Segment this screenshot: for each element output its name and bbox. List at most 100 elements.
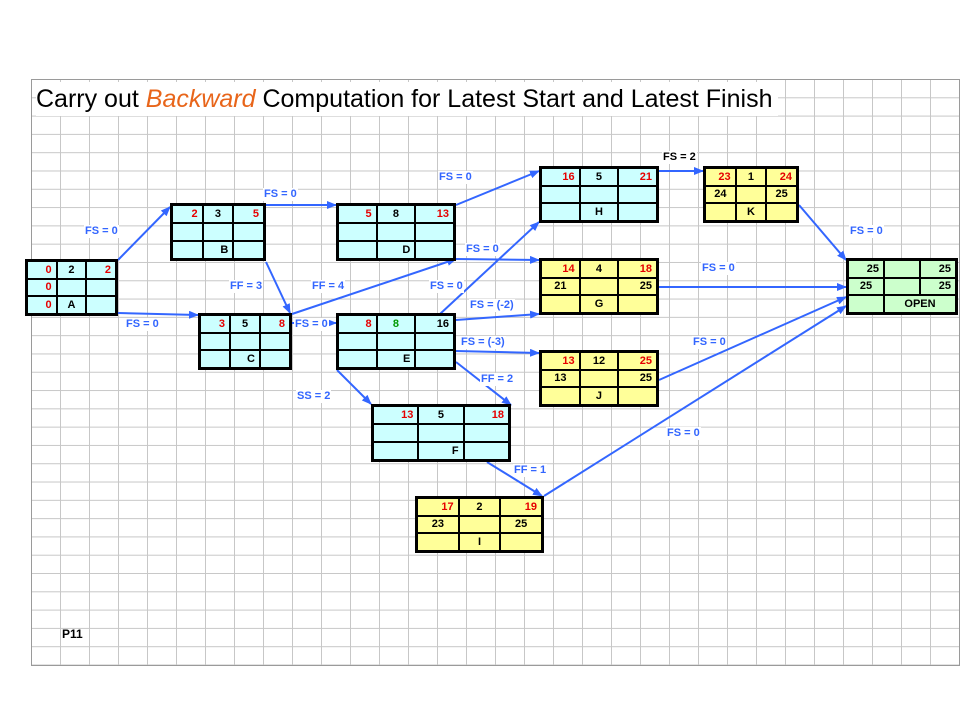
node-b-late-start bbox=[172, 223, 203, 241]
node-b-early-finish: 5 bbox=[233, 205, 264, 223]
node-g-early-finish: 18 bbox=[618, 260, 657, 278]
link-label-d-h: FS = 0 bbox=[438, 171, 473, 184]
node-f-float bbox=[373, 442, 419, 460]
node-g-late-finish: 25 bbox=[618, 277, 657, 296]
page-number-label: P11 bbox=[62, 627, 83, 641]
node-b-duration: 3 bbox=[202, 205, 234, 223]
link-label-e-g: FS = (-2) bbox=[469, 299, 515, 312]
activity-node-i: 17 2 19 23 25 I bbox=[415, 496, 544, 553]
node-open-early-finish: 25 bbox=[920, 260, 956, 278]
link-label-e-j-ff: FF = 2 bbox=[480, 373, 515, 386]
node-b-early-start: 2 bbox=[172, 205, 203, 223]
node-i-early-finish: 19 bbox=[500, 498, 542, 516]
activity-node-k: 23 1 24 24 25 K bbox=[703, 166, 799, 223]
node-b-float bbox=[172, 241, 203, 259]
node-k-mid bbox=[735, 185, 767, 204]
node-k-name: K bbox=[735, 203, 767, 221]
node-j-early-finish: 25 bbox=[618, 352, 657, 370]
activity-node-open: 25 25 25 25 OPEN bbox=[846, 258, 958, 315]
node-f-duration: 5 bbox=[418, 406, 464, 424]
node-i-float bbox=[417, 533, 459, 551]
node-d-late-start bbox=[338, 223, 377, 241]
node-e-name: E bbox=[376, 350, 416, 368]
node-h-late-start bbox=[541, 185, 580, 204]
link-label-a-b: FS = 0 bbox=[84, 225, 119, 238]
node-b-blank bbox=[233, 241, 264, 259]
node-h-late-finish bbox=[618, 185, 657, 204]
activity-node-j: 13 12 25 13 25 J bbox=[539, 350, 659, 407]
link-label-g-open: FS = 0 bbox=[701, 262, 736, 275]
node-k-early-finish: 24 bbox=[766, 168, 797, 186]
node-f-blank bbox=[463, 442, 509, 460]
node-i-early-start: 17 bbox=[417, 498, 459, 516]
node-i-blank bbox=[500, 533, 542, 551]
node-d-name: D bbox=[376, 241, 416, 259]
link-label-e-f: SS = 2 bbox=[296, 390, 332, 403]
node-a-blank bbox=[86, 296, 116, 314]
node-h-duration: 5 bbox=[579, 168, 619, 186]
node-d-mid bbox=[376, 223, 416, 241]
node-e-early-finish: 16 bbox=[415, 315, 454, 333]
node-h-float bbox=[541, 203, 580, 221]
node-f-mid bbox=[418, 424, 464, 442]
node-i-late-start: 23 bbox=[417, 515, 459, 534]
node-a-mid bbox=[56, 278, 87, 297]
node-c-early-finish: 8 bbox=[260, 315, 290, 333]
link-label-k-open: FS = 0 bbox=[849, 225, 884, 238]
node-e-late-finish bbox=[415, 332, 454, 351]
node-i-duration: 2 bbox=[458, 498, 501, 516]
node-k-float bbox=[705, 203, 736, 221]
node-k-late-finish: 25 bbox=[766, 185, 797, 204]
node-e-late-start bbox=[338, 332, 377, 351]
node-g-duration: 4 bbox=[579, 260, 619, 278]
activity-node-c: 3 5 8 C bbox=[198, 313, 292, 370]
node-e-duration: 8 bbox=[376, 315, 416, 333]
link-label-b-c: FF = 3 bbox=[229, 280, 264, 293]
node-d-late-finish bbox=[415, 223, 454, 241]
node-a-float: 0 bbox=[27, 296, 57, 314]
node-j-duration: 12 bbox=[579, 352, 619, 370]
node-c-name: C bbox=[230, 350, 260, 368]
node-a-early-start: 0 bbox=[27, 261, 57, 279]
activity-node-d: 5 8 13 D bbox=[336, 203, 456, 261]
activity-node-h: 16 5 21 H bbox=[539, 166, 659, 223]
activity-node-a: 0 2 2 0 0 A bbox=[25, 259, 118, 316]
title-highlight: Backward bbox=[145, 85, 256, 113]
node-a-duration: 2 bbox=[56, 261, 87, 279]
link-label-b-d: FS = 0 bbox=[263, 188, 298, 201]
node-g-early-start: 14 bbox=[541, 260, 580, 278]
node-i-mid bbox=[458, 515, 501, 534]
node-c-early-start: 3 bbox=[200, 315, 230, 333]
node-b-late-finish bbox=[233, 223, 264, 241]
link-label-i-open: FS = 0 bbox=[666, 427, 701, 440]
link-label-j-open: FS = 0 bbox=[692, 336, 727, 349]
node-c-late-start bbox=[200, 332, 230, 351]
node-h-early-start: 16 bbox=[541, 168, 580, 186]
link-label-f-i: FF = 1 bbox=[513, 464, 548, 477]
node-d-early-start: 5 bbox=[338, 205, 377, 223]
node-c-float bbox=[200, 350, 230, 368]
node-open-mid bbox=[884, 277, 920, 296]
link-label-h-k: FS = 2 bbox=[662, 151, 697, 164]
node-f-name: F bbox=[418, 442, 464, 460]
node-j-float bbox=[541, 387, 580, 405]
link-label-d-g: FS = 0 bbox=[465, 243, 500, 256]
node-j-late-start: 13 bbox=[541, 369, 580, 388]
node-f-late-start bbox=[373, 424, 419, 442]
title-before: Carry out bbox=[36, 85, 146, 113]
node-d-blank bbox=[415, 241, 454, 259]
link-label-e-d: FF = 4 bbox=[311, 280, 346, 293]
node-e-early-start: 8 bbox=[338, 315, 377, 333]
node-h-name: H bbox=[579, 203, 619, 221]
node-g-late-start: 21 bbox=[541, 277, 580, 296]
node-e-mid bbox=[376, 332, 416, 351]
node-j-late-finish: 25 bbox=[618, 369, 657, 388]
node-d-duration: 8 bbox=[376, 205, 416, 223]
activity-node-g: 14 4 18 21 25 G bbox=[539, 258, 659, 315]
node-b-mid bbox=[202, 223, 234, 241]
node-f-early-start: 13 bbox=[373, 406, 419, 424]
node-j-early-start: 13 bbox=[541, 352, 580, 370]
node-c-blank bbox=[260, 350, 290, 368]
node-a-name: A bbox=[56, 296, 87, 314]
node-h-mid bbox=[579, 185, 619, 204]
